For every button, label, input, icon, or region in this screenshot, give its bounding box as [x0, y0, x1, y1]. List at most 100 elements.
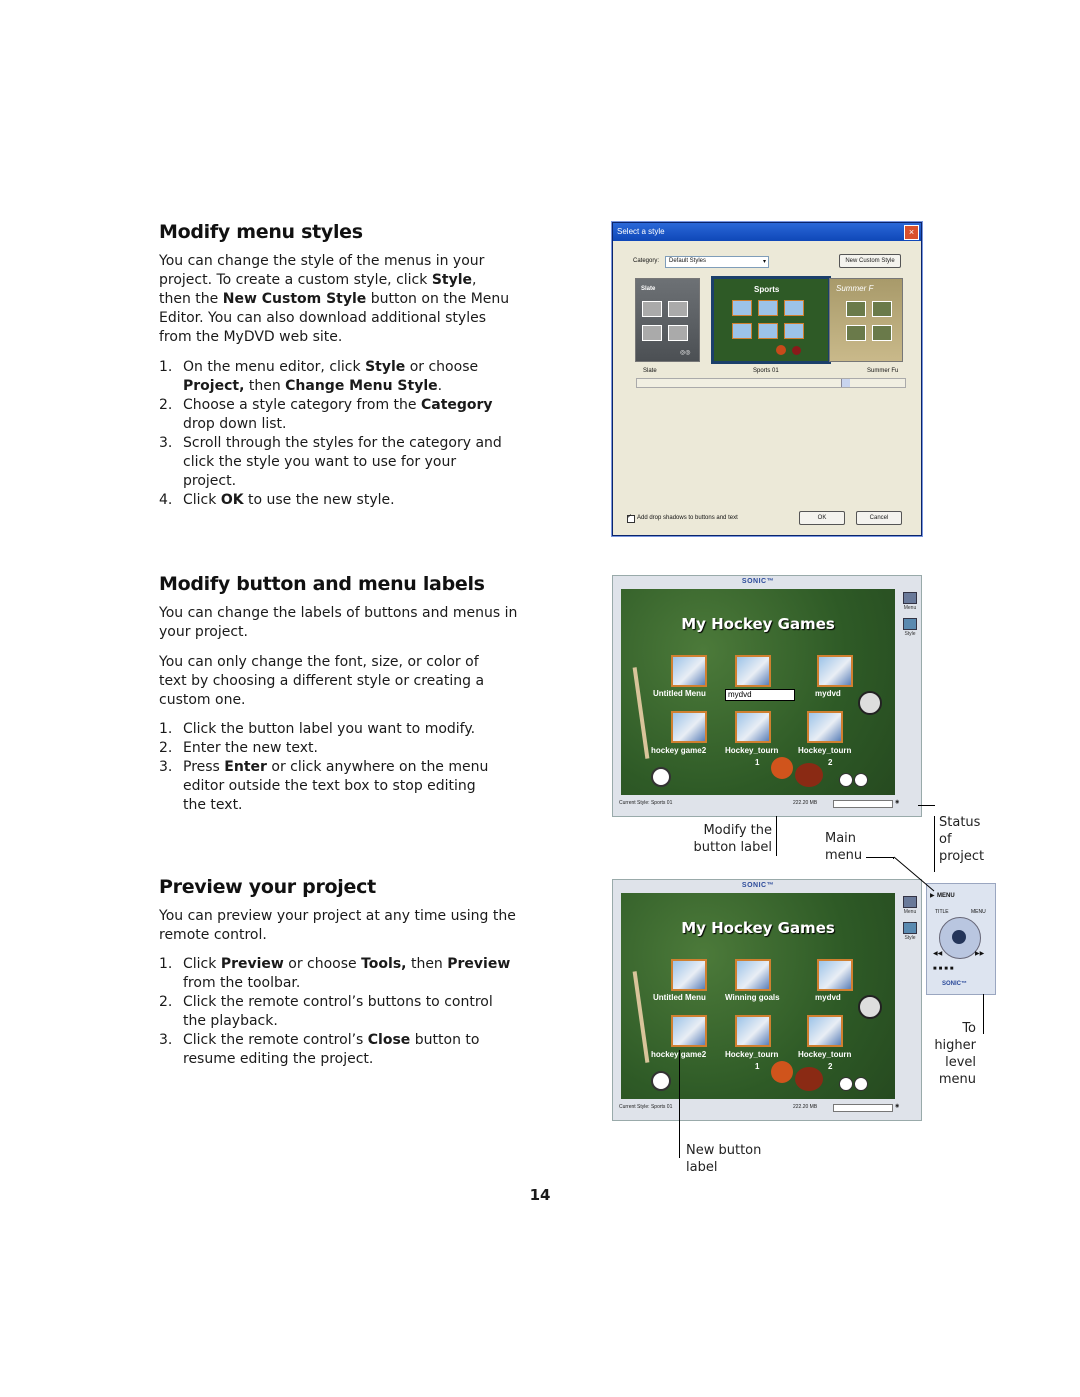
new-custom-style-button[interactable]: New Custom Style	[839, 254, 901, 268]
styles-steps: 1.On the menu editor, click Style or cho…	[159, 358, 504, 510]
caption-slate: Slate	[643, 368, 657, 374]
menu-button[interactable]: MENU	[971, 909, 986, 915]
label-untitled-menu[interactable]: Untitled Menu	[653, 689, 706, 698]
style-tool-button[interactable]: Style	[903, 922, 917, 941]
thumbnail[interactable]	[735, 711, 771, 743]
callout-line	[679, 1050, 680, 1158]
ok-button[interactable]: OK	[799, 511, 845, 525]
preview-steps: 1.Click Preview or choose Tools, then Pr…	[159, 955, 519, 1069]
heading-preview: Preview your project	[159, 876, 376, 898]
style-icon	[903, 618, 917, 630]
menu-editor-1: SONIC™ My Hockey Games Untitled Menu myd…	[612, 575, 922, 817]
style-slate[interactable]: Slate ◎◎	[635, 278, 700, 362]
basketball-icon	[771, 757, 793, 779]
label-edit-box[interactable]: mydvd	[725, 689, 795, 701]
thumbnail[interactable]	[807, 1015, 843, 1047]
label-hockey-tourn-2[interactable]: Hockey_tourn	[798, 746, 852, 755]
previous-icon[interactable]	[839, 773, 853, 787]
chevron-down-icon: ▾	[762, 259, 766, 265]
thumbnail[interactable]	[671, 655, 707, 687]
soccer-ball-icon	[858, 691, 882, 715]
rewind-icon[interactable]: ◀◀	[933, 951, 943, 957]
list-item: 1.Click the button label you want to mod…	[159, 721, 476, 737]
soccer-ball-icon	[858, 995, 882, 1019]
home-icon[interactable]	[651, 767, 671, 787]
sonic-logo: SONIC™	[942, 981, 968, 987]
style-tool-button[interactable]: Style	[903, 618, 917, 637]
label-mydvd[interactable]: mydvd	[815, 993, 841, 1002]
chevron-down-icon[interactable]: ◉	[895, 799, 900, 805]
labels-intro-1: You can change the labels of buttons and…	[159, 605, 518, 640]
label-untitled-menu[interactable]: Untitled Menu	[653, 993, 706, 1002]
callout-line	[934, 816, 935, 872]
playback-controls-icon[interactable]: ■■■■	[933, 966, 956, 972]
thumbnail[interactable]	[735, 655, 771, 687]
next-icon[interactable]	[854, 773, 868, 787]
sonic-logo: SONIC™	[741, 882, 775, 889]
baseball-glove-icon	[795, 1067, 823, 1091]
menu-editor-2: SONIC™ My Hockey Games Untitled Menu Win…	[612, 879, 922, 1121]
home-icon[interactable]	[651, 1071, 671, 1091]
thumbnail[interactable]	[735, 959, 771, 991]
menu-icon	[903, 896, 917, 908]
menu-title[interactable]: My Hockey Games	[681, 919, 835, 937]
menu-header[interactable]: MENU	[937, 893, 955, 899]
sonic-logo: SONIC™	[741, 578, 775, 585]
style-summer[interactable]: Summer F	[829, 278, 903, 362]
next-icon[interactable]	[854, 1077, 868, 1091]
callout-main-menu: Main menu	[825, 831, 863, 863]
label-winning-goals[interactable]: Winning goals	[725, 993, 780, 1002]
label-hockey-game2[interactable]: hockey game2	[651, 1050, 707, 1059]
label-hockey-tourn-2[interactable]: Hockey_tourn	[798, 1050, 852, 1059]
list-item: 4.Click OK to use the new style.	[159, 492, 395, 508]
baseball-glove-icon	[795, 763, 823, 787]
callout-new-label: New button label	[686, 1143, 762, 1175]
select-style-dialog: Select a style × Category: Default Style…	[612, 222, 922, 536]
horizontal-scrollbar[interactable]	[636, 378, 906, 388]
title-button[interactable]: TITLE	[935, 909, 949, 915]
style-name: Summer F	[836, 284, 874, 293]
page-number: 14	[529, 1186, 551, 1204]
cancel-button[interactable]: Cancel	[856, 511, 902, 525]
shadow-checkbox[interactable]	[627, 515, 635, 523]
label-mydvd[interactable]: mydvd	[815, 689, 841, 698]
previous-icon[interactable]	[839, 1077, 853, 1091]
label-hockey-tourn-1[interactable]: Hockey_tourn	[725, 1050, 779, 1059]
dialog-title: Select a style	[617, 227, 665, 236]
category-value: Default Styles	[669, 258, 707, 264]
chevron-down-icon[interactable]: ◉	[895, 1103, 900, 1109]
list-item: 2.Click the remote control’s buttons to …	[159, 994, 493, 1029]
labels-steps: 1.Click the button label you want to mod…	[159, 720, 489, 815]
category-select[interactable]: Default Styles ▾	[665, 256, 769, 268]
callout-status: Status of project	[939, 815, 985, 864]
style-icon	[903, 922, 917, 934]
close-icon[interactable]: ×	[904, 225, 919, 240]
style-sports[interactable]: Sports	[711, 276, 831, 364]
menu-canvas: My Hockey Games Untitled Menu mydvd mydv…	[621, 589, 895, 795]
menu-tool-button[interactable]: Menu	[903, 592, 917, 611]
thumbnail[interactable]	[807, 711, 843, 743]
thumbnail[interactable]	[671, 959, 707, 991]
style-name: Slate	[641, 286, 656, 292]
shadow-checkbox-label: Add drop shadows to buttons and text	[637, 515, 738, 521]
thumbnail[interactable]	[671, 711, 707, 743]
list-item: 2.Choose a style category from the Categ…	[159, 397, 493, 432]
thumbnail[interactable]	[817, 959, 853, 991]
hockey-stick-icon	[632, 971, 650, 1063]
label-hockey-game2[interactable]: hockey game2	[651, 746, 707, 755]
thumbnail[interactable]	[671, 1015, 707, 1047]
thumbnail[interactable]	[817, 655, 853, 687]
menu-canvas: My Hockey Games Untitled Menu Winning go…	[621, 893, 895, 1099]
project-size: 222.20 MB	[793, 800, 818, 806]
thumbnail[interactable]	[735, 1015, 771, 1047]
enter-icon[interactable]	[952, 930, 966, 944]
status-bar: Current Style: Sports 01 222.20 MB ◉	[617, 1103, 903, 1114]
progress-bar	[833, 800, 893, 808]
label-hockey-tourn-1[interactable]: Hockey_tourn	[725, 746, 779, 755]
menu-tool-button[interactable]: Menu	[903, 896, 917, 915]
fast-forward-icon[interactable]: ▶▶	[975, 951, 985, 957]
style-name: Sports	[754, 285, 780, 294]
preview-intro: You can preview your project at any time…	[159, 908, 516, 943]
menu-title[interactable]: My Hockey Games	[681, 615, 835, 633]
callout-line	[776, 816, 777, 856]
